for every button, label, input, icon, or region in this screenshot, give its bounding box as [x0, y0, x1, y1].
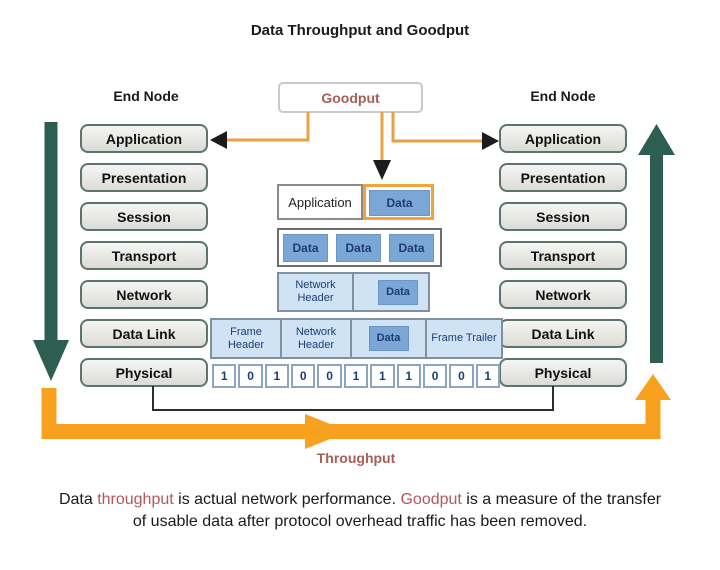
- goodput-highlight-frame: Data: [363, 184, 434, 220]
- bit-cell: 1: [396, 364, 421, 388]
- frame-trailer-cell: Frame Trailer: [425, 320, 501, 357]
- data-chip: Data: [368, 326, 409, 351]
- right-layer-session: Session: [499, 202, 627, 231]
- network-header-cell: Network Header: [279, 274, 354, 310]
- bit-cell: 0: [317, 364, 342, 388]
- encapsulation-row-segments: Data Data Data: [277, 228, 442, 267]
- left-layer-data-link: Data Link: [80, 319, 208, 348]
- left-green-down-arrow-icon: [33, 122, 69, 381]
- bit-cell: 1: [370, 364, 395, 388]
- left-layer-session: Session: [80, 202, 208, 231]
- encapsulation-row-bits: 1 0 1 0 0 1 1 1 0 0 1: [212, 364, 500, 388]
- bit-cell: 1: [264, 364, 290, 388]
- bit-cell: 1: [475, 364, 500, 388]
- left-layer-network: Network: [80, 280, 208, 309]
- diagram-title: Data Throughput and Goodput: [250, 22, 470, 39]
- bit-cell: 1: [212, 364, 237, 388]
- data-chip: Data: [336, 233, 381, 262]
- goodput-right-arrow-icon: [391, 112, 499, 150]
- physical-link-wire: [152, 386, 554, 411]
- right-layer-application: Application: [499, 124, 627, 153]
- caption-throughput-word: throughput: [97, 491, 174, 508]
- caption-goodput-word: Goodput: [400, 491, 462, 508]
- application-pdu-cell: Application: [277, 184, 363, 220]
- bit-cell: 0: [449, 364, 474, 388]
- caption-part: is a measure of the transfer: [461, 491, 662, 508]
- data-chip: Data: [283, 233, 328, 262]
- goodput-down-arrow-icon: [373, 112, 391, 180]
- right-layer-physical: Physical: [499, 358, 627, 387]
- encapsulation-row-application-data: Application Data: [277, 184, 434, 220]
- goodput-left-arrow-icon: [210, 112, 310, 149]
- left-layer-presentation: Presentation: [80, 163, 208, 192]
- right-end-node-label: End Node: [530, 88, 596, 104]
- encapsulation-row-frame: Frame Header Network Header Data Frame T…: [210, 318, 503, 359]
- network-header-cell: Network Header: [280, 320, 350, 357]
- left-end-node-label: End Node: [113, 88, 179, 104]
- bit-cell: 0: [291, 364, 316, 388]
- goodput-box: Goodput: [278, 82, 423, 113]
- encapsulation-row-packet: Network Header Data: [277, 272, 430, 312]
- bit-cell: 1: [343, 364, 369, 388]
- packet-payload-area: Data: [354, 274, 428, 310]
- frame-header-cell: Frame Header: [227, 325, 265, 351]
- data-chip: Data: [378, 279, 418, 305]
- throughput-orange-arrow-icon: [41, 374, 671, 449]
- left-layer-transport: Transport: [80, 241, 208, 270]
- frame-payload-area: Data: [350, 320, 425, 357]
- left-layer-physical: Physical: [80, 358, 208, 387]
- left-layer-application: Application: [80, 124, 208, 153]
- right-layer-network: Network: [499, 280, 627, 309]
- caption-text: Data throughput is actual network perfor…: [20, 489, 700, 532]
- throughput-label: Throughput: [316, 450, 396, 466]
- bit-cell: 0: [422, 364, 448, 388]
- right-green-up-arrow-icon: [638, 124, 675, 363]
- data-chip: Data: [389, 233, 434, 262]
- right-layer-transport: Transport: [499, 241, 627, 270]
- caption-part: is actual network performance.: [173, 491, 401, 508]
- caption-line2: of usable data after protocol overhead t…: [132, 512, 588, 530]
- bit-cell: 0: [238, 364, 263, 388]
- right-layer-presentation: Presentation: [499, 163, 627, 192]
- right-layer-data-link: Data Link: [499, 319, 627, 348]
- caption-part: Data: [58, 491, 98, 508]
- data-chip: Data: [369, 190, 430, 216]
